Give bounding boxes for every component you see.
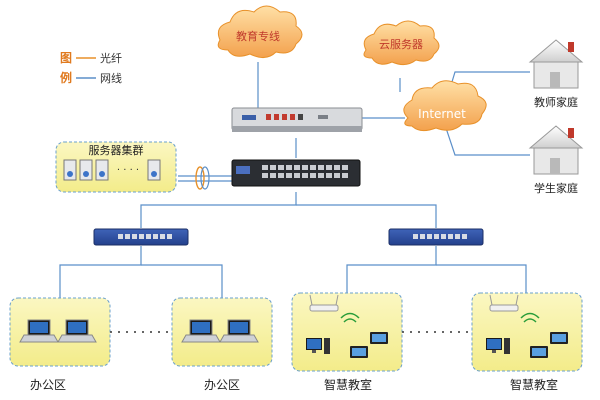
connection-lines	[59, 62, 530, 298]
tablet-icon	[530, 346, 548, 358]
server-cluster: 服务器集群 · · · ·	[55, 141, 177, 193]
zone-label-classroom-2: 智慧教室	[510, 377, 558, 392]
laptop-icon	[19, 319, 59, 343]
house-icon	[528, 39, 584, 89]
legend: 图 例 光纤 网线	[60, 51, 122, 85]
core-to-left-switch-line	[140, 192, 297, 228]
internet-cloud: Internet	[403, 80, 487, 132]
server-icon	[95, 159, 109, 181]
cable-link-marker	[200, 166, 210, 190]
desktop-icon	[486, 338, 510, 354]
access-switch-icon	[388, 228, 484, 246]
server-cluster-label: 服务器集群	[89, 143, 144, 157]
right-switch-to-class1-line	[346, 246, 437, 293]
student-home-label: 学生家庭	[534, 181, 578, 195]
core-to-right-switch-line	[296, 204, 437, 228]
education-cloud-label: 教育专线	[236, 29, 280, 43]
zone-label-office-2: 办公区	[204, 377, 240, 392]
wifi-ap-icon	[309, 294, 360, 323]
legend-fiber-label: 光纤	[100, 51, 122, 65]
cloud-server-label: 云服务器	[379, 38, 423, 51]
legend-title-top: 图	[60, 51, 72, 65]
office-zone-2	[171, 297, 273, 367]
internet-cloud-label: Internet	[418, 107, 466, 121]
education-cloud-shape	[217, 5, 303, 58]
legend-cable-label: 网线	[100, 71, 122, 85]
server-icon	[147, 159, 161, 181]
server-cluster-dots: · · · ·	[117, 165, 139, 176]
legend-title-bottom: 例	[60, 70, 72, 85]
left-switch-to-office1-line	[59, 246, 142, 298]
tablet-icon	[370, 332, 388, 344]
left-switch-to-office2-line	[141, 264, 223, 298]
wifi-ap-icon	[489, 294, 540, 323]
server-icon	[79, 159, 93, 181]
teacher-home-label: 教师家庭	[534, 95, 578, 109]
classroom-zone-2	[471, 292, 583, 372]
server-icon	[63, 159, 77, 181]
internet-to-student-line	[444, 124, 530, 156]
tablet-icon	[550, 332, 568, 344]
right-switch-to-class2-line	[436, 264, 527, 293]
internet-cloud-shape	[403, 80, 487, 132]
laptop-icon	[219, 319, 259, 343]
router-icon	[231, 107, 363, 132]
zone-label-classroom-1: 智慧教室	[324, 377, 372, 392]
desktop-icon	[306, 338, 330, 354]
zone-label-office-1: 办公区	[30, 377, 66, 392]
access-switch-icon	[93, 228, 189, 246]
tablet-icon	[350, 346, 368, 358]
laptop-icon	[57, 319, 97, 343]
education-cloud: 教育专线	[217, 5, 303, 58]
fiber-link-marker	[195, 166, 205, 190]
cloud-server-shape	[363, 20, 440, 66]
house-icon	[528, 125, 584, 175]
office-zone-1	[9, 297, 111, 367]
core-switch-icon	[231, 159, 361, 187]
cloud-server-cloud: 云服务器	[363, 20, 440, 66]
